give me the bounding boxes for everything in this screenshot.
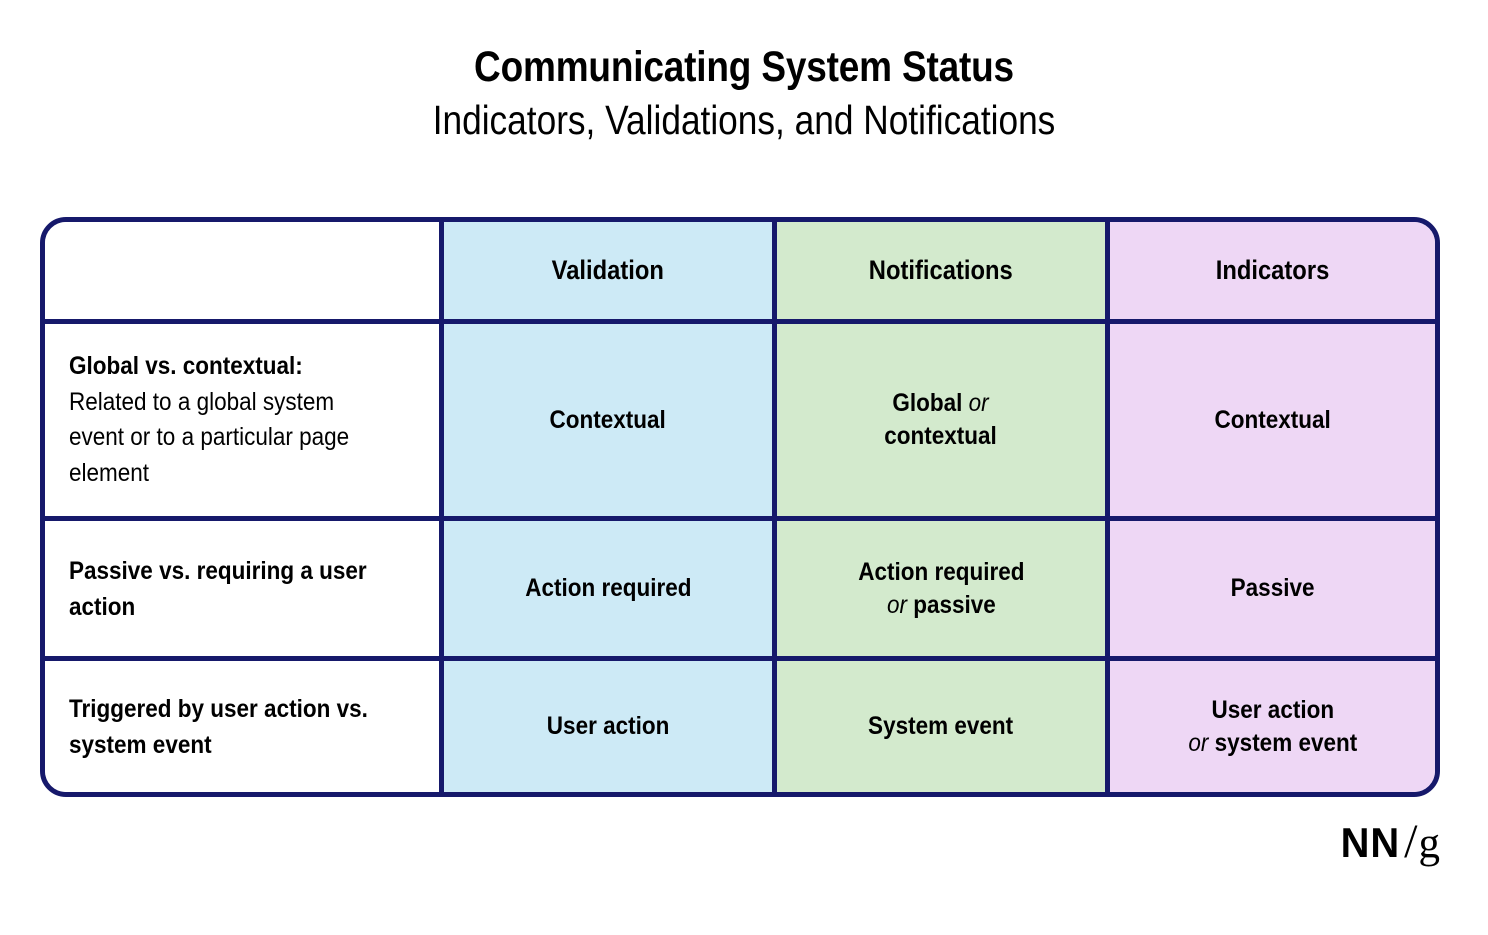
column-header-indicators-label: Indicators xyxy=(1215,255,1330,285)
cell-value-or: or xyxy=(1188,728,1209,757)
page-subtitle: Indicators, Validations, and Notificatio… xyxy=(432,97,1056,144)
cell-value: System event xyxy=(868,710,1013,743)
cell-value: User action xyxy=(547,710,670,743)
cell-value-line1: Passive xyxy=(1230,574,1315,602)
cell-value-line2: system event xyxy=(1214,728,1357,757)
nng-logo: NN/g xyxy=(1339,818,1440,866)
row-label-triggered-by: Triggered by user action vs. system even… xyxy=(69,694,368,759)
column-header-validation-label: Validation xyxy=(551,255,665,285)
cell-value-line1: Action required xyxy=(524,574,692,602)
row-label-global-vs-contextual: Global vs. contextual: Related to a glob… xyxy=(69,349,393,491)
table-grid: Validation Notifications Indicators Glob… xyxy=(45,222,1435,792)
cell-value-line1: Global xyxy=(892,389,970,417)
cell-value-line2: passive xyxy=(912,590,996,619)
row-label-body: Related to a global system event or to a… xyxy=(69,387,350,487)
column-header-validation: Validation xyxy=(439,222,772,319)
cell-notifications-global-vs-contextual: Global or contextual xyxy=(772,319,1105,516)
column-header-notifications-label: Notifications xyxy=(869,255,1013,285)
cell-value-line2: contextual xyxy=(884,422,998,450)
row-label-lead: Global vs. contextual: xyxy=(69,352,303,380)
table-corner-cell xyxy=(45,222,439,319)
table-row: Triggered by user action vs. system even… xyxy=(45,656,439,792)
cell-indicators-triggered-by: User action or system event xyxy=(1105,656,1435,792)
cell-value: Passive xyxy=(1231,572,1315,605)
cell-value-or: or xyxy=(969,389,990,417)
cell-value: Contextual xyxy=(1214,404,1330,437)
comparison-table: Validation Notifications Indicators Glob… xyxy=(40,217,1440,797)
cell-value: Global or contextual xyxy=(885,387,998,453)
title-block: Communicating System Status Indicators, … xyxy=(0,44,1488,144)
cell-value: Contextual xyxy=(550,404,666,437)
cell-value: Action required or passive xyxy=(858,556,1024,622)
column-header-notifications: Notifications xyxy=(772,222,1105,319)
cell-value-or: or xyxy=(886,590,907,619)
cell-value: User action or system event xyxy=(1188,694,1357,760)
cell-value-line1: System event xyxy=(868,712,1014,740)
column-header-indicators: Indicators xyxy=(1105,222,1435,319)
nng-logo-nn: NN xyxy=(1341,819,1401,866)
cell-notifications-triggered-by: System event xyxy=(772,656,1105,792)
nng-logo-g: g xyxy=(1418,820,1441,867)
page-title: Communicating System Status xyxy=(474,43,1014,91)
nng-logo-slash: / xyxy=(1404,815,1418,868)
cell-value: Action required xyxy=(525,572,691,605)
cell-validation-passive-vs-action: Action required xyxy=(439,516,772,656)
cell-indicators-passive-vs-action: Passive xyxy=(1105,516,1435,656)
cell-value-line1: Contextual xyxy=(1214,405,1331,434)
cell-value-line1: Action required xyxy=(857,557,1025,586)
cell-validation-triggered-by: User action xyxy=(439,656,772,792)
cell-value-line1: Contextual xyxy=(549,405,667,434)
cell-notifications-passive-vs-action: Action required or passive xyxy=(772,516,1105,656)
cell-indicators-global-vs-contextual: Contextual xyxy=(1105,319,1435,516)
table-row: Global vs. contextual: Related to a glob… xyxy=(45,319,439,516)
cell-value-line1: User action xyxy=(1211,695,1334,724)
table-row: Passive vs. requiring a user action xyxy=(45,516,439,656)
row-label-passive-vs-action: Passive vs. requiring a user action xyxy=(69,556,367,621)
cell-validation-global-vs-contextual: Contextual xyxy=(439,319,772,516)
cell-value-line1: User action xyxy=(546,712,670,740)
